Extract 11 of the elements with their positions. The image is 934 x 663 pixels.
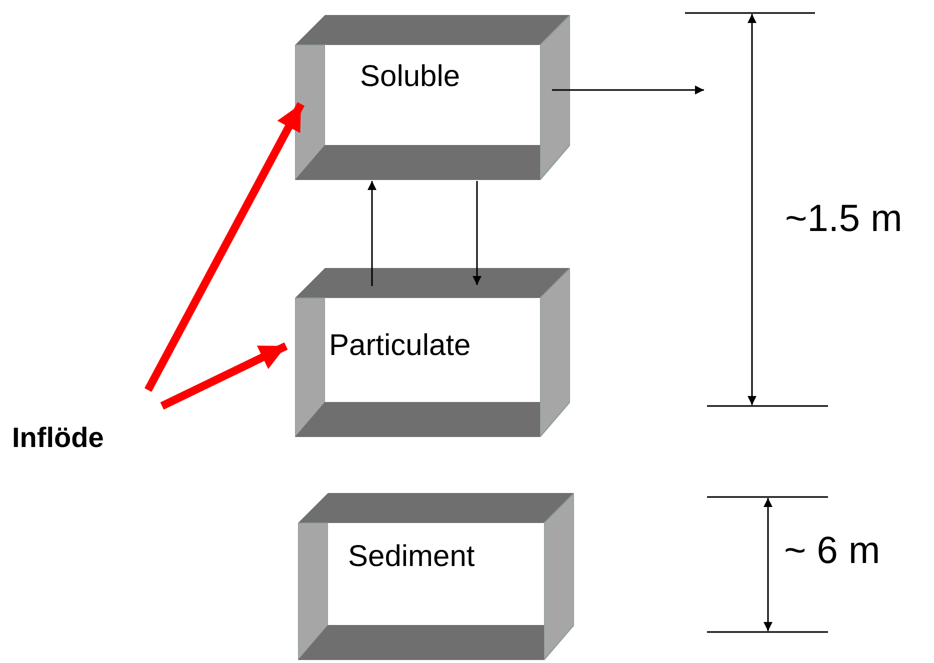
dimension-label: ~1.5 m bbox=[785, 198, 902, 241]
box-label: Soluble bbox=[360, 60, 460, 94]
box-label: Particulate bbox=[329, 329, 471, 363]
inflow-label: Inflöde bbox=[12, 422, 104, 454]
arrow bbox=[368, 181, 376, 286]
arrow bbox=[160, 342, 288, 410]
arrow bbox=[552, 86, 704, 94]
box-label: Sediment bbox=[348, 540, 475, 574]
dimension-label: ~ 6 m bbox=[784, 530, 880, 573]
arrow bbox=[472, 181, 482, 285]
arrow bbox=[144, 102, 305, 392]
